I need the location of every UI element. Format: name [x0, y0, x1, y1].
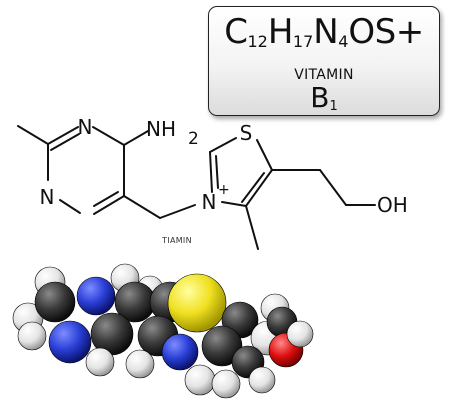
atom-n-thiazolium: N [202, 190, 217, 214]
nitrogen-atom [48, 320, 92, 364]
nitrogen-atom [161, 333, 199, 371]
hydrogen-atom [211, 369, 241, 399]
sulfur-atom [167, 273, 227, 333]
nitrogen-atom [76, 276, 116, 316]
molecular-formula: C12H17N4OS+ [209, 13, 439, 61]
structure-atom-labels: N N NH 2 S N + OH [40, 115, 408, 217]
atom-nh2: NH [146, 117, 176, 141]
hydrogen-atom [286, 320, 314, 348]
hydrogen-atom [17, 321, 47, 351]
atom-n-bottom: N [40, 185, 55, 209]
structure-caption: TIAMIN [162, 236, 192, 245]
formula-os-plus: OS+ [348, 12, 424, 52]
b-letter: B [310, 81, 330, 114]
formula-c: C [224, 12, 248, 52]
atom-sulfur: S [240, 121, 253, 145]
formula-h-count: 17 [292, 32, 314, 51]
formula-h: H [267, 12, 294, 52]
atom-n-top: N [78, 115, 93, 139]
vitamin-label: VITAMIN [294, 67, 354, 83]
atom-spheres [12, 263, 314, 399]
hydrogen-atom [184, 364, 216, 396]
hydrogen-atom [85, 347, 115, 377]
formula-card: C12H17N4OS+ VITAMIN B1 [208, 6, 440, 116]
hydrogen-atom [248, 366, 276, 394]
atom-oh: OH [377, 193, 408, 217]
carbon-atom [201, 325, 243, 367]
charge-plus: + [218, 182, 230, 198]
b-subscript: 1 [329, 99, 338, 114]
atom-nh2-subscript: 2 [188, 129, 199, 149]
structure-bonds [17, 125, 376, 250]
hydrogen-atom [125, 349, 155, 379]
formula-n-count: 4 [338, 32, 349, 51]
formula-n: N [313, 12, 339, 52]
formula-c-count: 12 [247, 32, 268, 51]
carbon-atom [34, 281, 76, 323]
vitamin-b1-label: B1 [209, 83, 439, 122]
